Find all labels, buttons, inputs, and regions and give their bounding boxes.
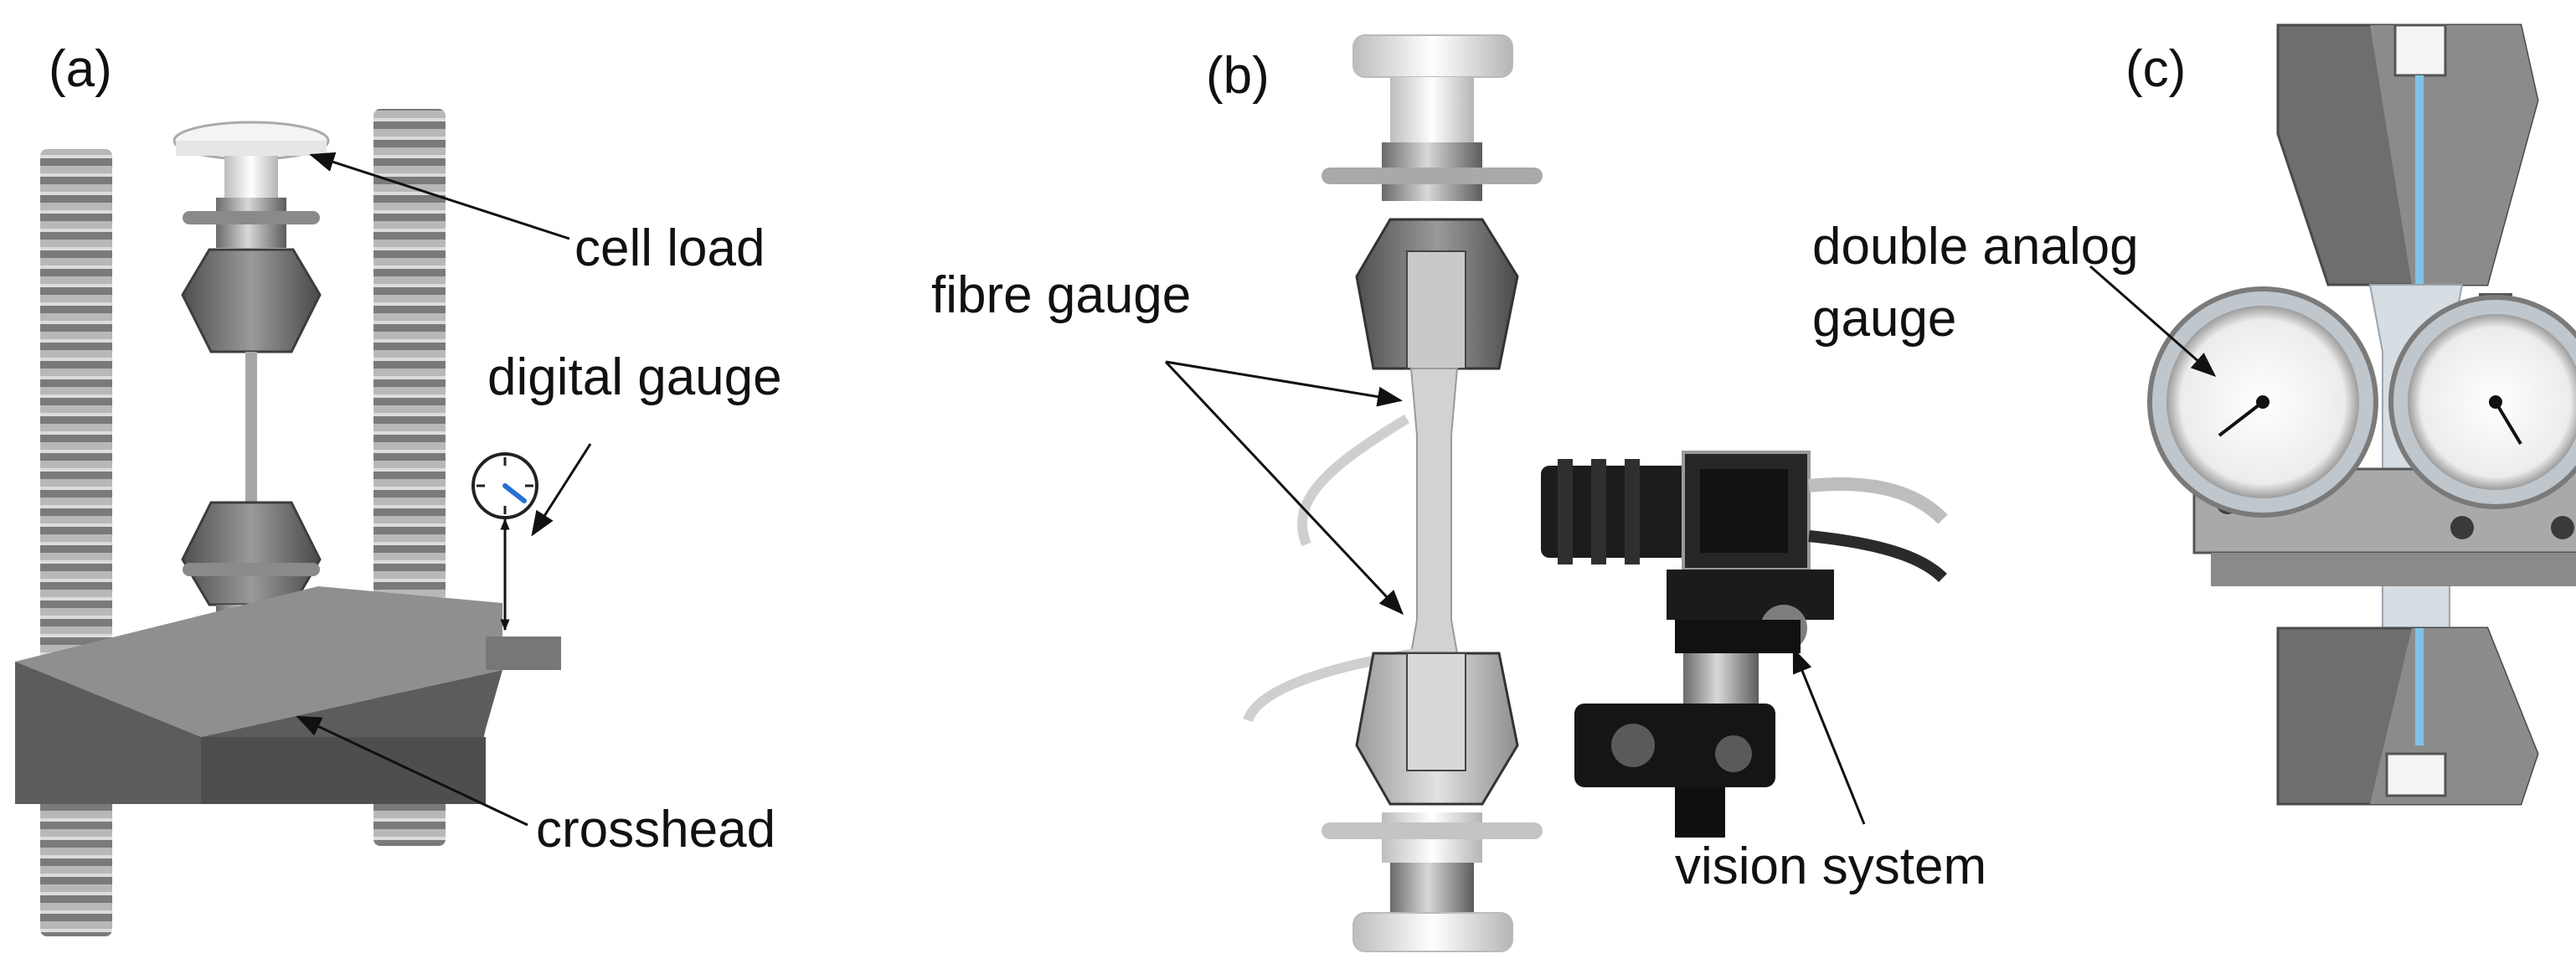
arrow-vision-system [1792,647,1866,825]
digital-gauge-icon [471,452,538,631]
label-crosshead: crosshead [536,801,776,858]
label-vision-system: vision system [1675,838,1987,895]
label-digital-gauge: digital gauge [487,348,782,406]
panel-label-a: (a) [49,40,112,98]
panel-c-illustration [2147,23,2576,806]
panel-b-illustration [1243,34,1948,952]
analog-dial-right [2388,293,2576,509]
arrow-fibre-gauge-lower [1164,360,1404,616]
vision-system-camera [1541,451,1948,838]
threaded-rod-left [40,149,112,936]
panel-a-illustration [15,109,561,936]
arrow-double-analog-gauge [2089,265,2217,377]
arrow-fibre-gauge-upper [1165,360,1403,407]
panel-label-b: (b) [1206,47,1270,105]
label-cell-load: cell load [574,219,765,277]
label-fibre-gauge: fibre gauge [931,266,1192,324]
crosshead-block [15,586,561,804]
label-double-analog-gauge-line2: gauge [1812,290,1957,348]
arrow-crosshead [296,715,528,827]
analog-dial-left [2147,286,2378,518]
arrow-cell-load [309,152,570,240]
annotation-arrows [296,152,2217,827]
panel-label-c: (c) [2125,40,2187,98]
arrow-digital-gauge [531,443,592,537]
label-double-analog-gauge-line1: double analog [1812,218,2139,276]
